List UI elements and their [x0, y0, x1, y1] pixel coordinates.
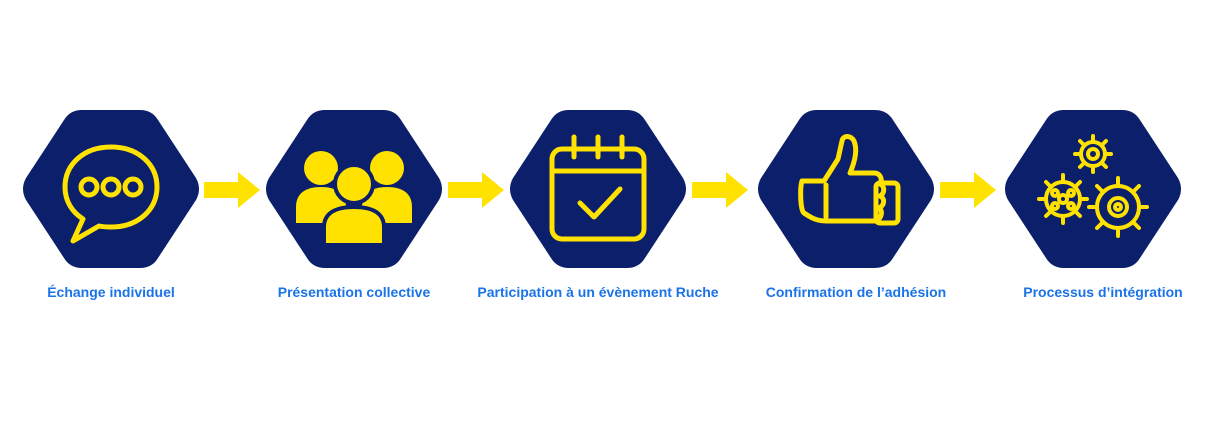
- hexagon-shape: [23, 110, 199, 268]
- arrow-icon: [448, 172, 504, 208]
- calendar-check-icon: [549, 134, 647, 242]
- hexagon-shape: [758, 110, 934, 268]
- speech-bubble-icon: [62, 144, 160, 244]
- step-1-label: Échange individuel: [47, 284, 175, 300]
- gears-icon: [1037, 134, 1149, 238]
- step-3: [507, 108, 689, 270]
- step-4-label: Confirmation de l’adhésion: [765, 284, 947, 300]
- step-1: [20, 108, 202, 270]
- step-5-label: Processus d’intégration: [1023, 284, 1183, 300]
- group-people-icon: [296, 151, 412, 247]
- arrow-icon: [940, 172, 996, 208]
- arrow-icon: [692, 172, 748, 208]
- step-2: [263, 108, 445, 270]
- step-2-label: Présentation collective: [277, 284, 431, 300]
- arrow-icon: [204, 172, 260, 208]
- step-5: [1002, 108, 1184, 270]
- step-4: [755, 108, 937, 270]
- thumbs-up-icon: [798, 134, 901, 226]
- step-3-label: Participation à un évènement Ruche: [477, 284, 719, 300]
